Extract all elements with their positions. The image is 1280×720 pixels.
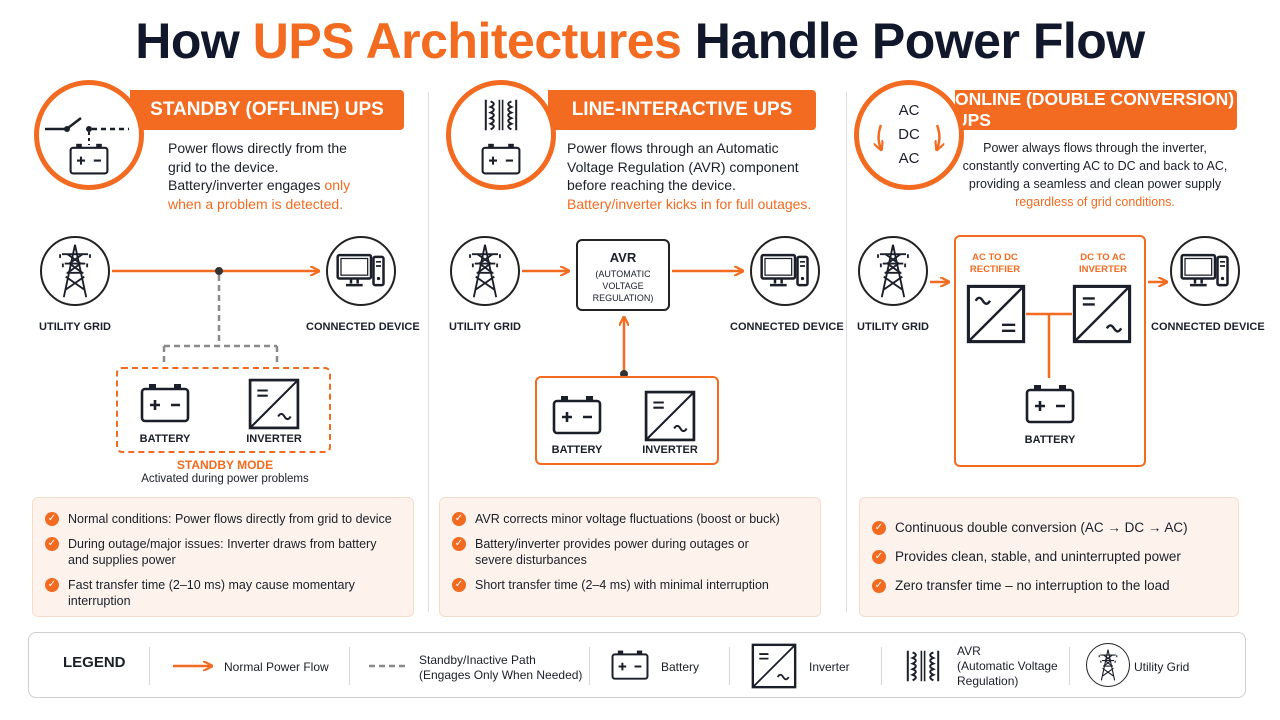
connected-device-node [750, 236, 820, 306]
standby-mode-title: STANDBY MODE [176, 458, 274, 472]
legend-inverter: Inverter [809, 660, 850, 674]
inverter-label: INVERTER [246, 433, 302, 445]
connected-device-node [326, 236, 396, 306]
line-flow-lines [522, 240, 850, 378]
column-divider [846, 92, 847, 612]
connected-device-label: CONNECTED DEVICE [306, 321, 420, 333]
note-item: ✓Battery/inverter provides power during … [452, 536, 772, 568]
avr-coil-icon [906, 649, 940, 683]
ac-dc-ac-icon: AC DC AC [854, 80, 964, 190]
utility-grid-node [858, 236, 928, 306]
inverter-icon [644, 390, 696, 442]
note-item: ✓During outage/major issues: Inverter dr… [45, 536, 385, 568]
avr-box: AVR (AUTOMATIC VOLTAGE REGULATION) [576, 239, 670, 311]
utility-grid-node [450, 236, 520, 306]
standby-mode-subtitle: Activated during power problems [141, 473, 309, 485]
connected-device-label: CONNECTED DEVICE [730, 321, 844, 333]
online-header: ONLINE (DOUBLE CONVERSION) UPS [955, 89, 1237, 130]
connected-device-node [1170, 236, 1240, 306]
note-item: ✓AVR corrects minor voltage fluctuations… [452, 511, 812, 527]
line-interactive-description: Power flows through an Automatic Voltage… [567, 140, 812, 212]
standby-notes-panel: ✓Normal conditions: Power flows directly… [32, 497, 414, 617]
check-icon: ✓ [452, 578, 466, 592]
check-icon: ✓ [45, 578, 59, 592]
note-item: ✓Fast transfer time (2–10 ms) may cause … [45, 577, 415, 609]
connected-device-label: CONNECTED DEVICE [1151, 321, 1265, 333]
check-icon: ✓ [872, 521, 886, 535]
legend-grid: Utility Grid [1134, 660, 1190, 674]
online-flow-lines [930, 240, 1270, 378]
rectifier-label: AC TO DC RECTIFIER [969, 252, 1021, 275]
line-interactive-header: LINE-INTERACTIVE UPS [548, 90, 816, 130]
legend-standby-path: Standby/Inactive Path(Engages Only When … [419, 653, 583, 682]
battery-inverter-box [535, 376, 719, 465]
check-icon: ✓ [45, 537, 59, 551]
inverter-icon [248, 378, 300, 430]
column-divider [428, 92, 429, 612]
ac-text: AC [899, 150, 920, 167]
transformer-battery-icon [446, 80, 556, 190]
online-notes-panel: ✓Continuous double conversion (AC → DC →… [859, 497, 1239, 617]
battery-icon [611, 649, 649, 680]
ac-text: AC [899, 102, 920, 119]
online-description: Power always flows through the inverter,… [962, 141, 1228, 209]
dashed-path-icon [369, 664, 409, 668]
check-icon: ✓ [452, 537, 466, 551]
avr-title: AVR [609, 250, 637, 265]
check-icon: ✓ [452, 512, 466, 526]
line-notes-panel: ✓AVR corrects minor voltage fluctuations… [439, 497, 821, 617]
utility-grid-node [40, 236, 110, 306]
legend-normal-flow: Normal Power Flow [224, 660, 329, 674]
standby-description: Power flows directly from the grid to th… [168, 140, 351, 212]
standby-mode-box [116, 367, 331, 453]
page-title: How UPS Architectures Handle Power Flow [135, 13, 1145, 69]
note-item: ✓Normal conditions: Power flows directly… [45, 511, 405, 527]
battery-icon [1025, 384, 1075, 424]
note-item: ✓Zero transfer time – no interruption to… [872, 578, 1232, 594]
check-icon: ✓ [45, 512, 59, 526]
switch-battery-icon [34, 80, 144, 190]
note-item: ✓Provides clean, stable, and uninterrupt… [872, 549, 1232, 565]
battery-label: BATTERY [139, 433, 191, 445]
dc-text: DC [898, 126, 920, 143]
utility-grid-icon [1086, 643, 1130, 687]
note-item: ✓Continuous double conversion (AC → DC →… [872, 520, 1232, 536]
battery-label: BATTERY [551, 444, 603, 456]
battery-icon [552, 395, 602, 435]
battery-label: BATTERY [1024, 434, 1076, 446]
check-icon: ✓ [872, 579, 886, 593]
legend-battery: Battery [661, 660, 700, 674]
double-conversion-box [954, 235, 1146, 467]
utility-grid-label: UTILITY GRID [449, 321, 521, 333]
legend: LEGEND Normal Power Flow Standby/Inactiv… [28, 632, 1246, 698]
note-item: ✓Short transfer time (2–4 ms) with minim… [452, 577, 812, 593]
check-icon: ✓ [872, 550, 886, 564]
avr-subtitle: (AUTOMATIC VOLTAGE REGULATION) [592, 269, 654, 303]
utility-grid-label: UTILITY GRID [39, 321, 111, 333]
standby-flow-lines [112, 240, 420, 365]
inverter-label: INVERTER [642, 444, 698, 456]
legend-title: LEGEND [63, 654, 126, 671]
battery-icon [140, 383, 190, 423]
inverter-icon [751, 643, 797, 689]
standby-header: STANDBY (OFFLINE) UPS [130, 90, 404, 130]
normal-flow-arrow-icon [173, 660, 217, 672]
utility-grid-label: UTILITY GRID [857, 321, 929, 333]
inverter-label: DC TO AC INVERTER [1078, 252, 1128, 275]
